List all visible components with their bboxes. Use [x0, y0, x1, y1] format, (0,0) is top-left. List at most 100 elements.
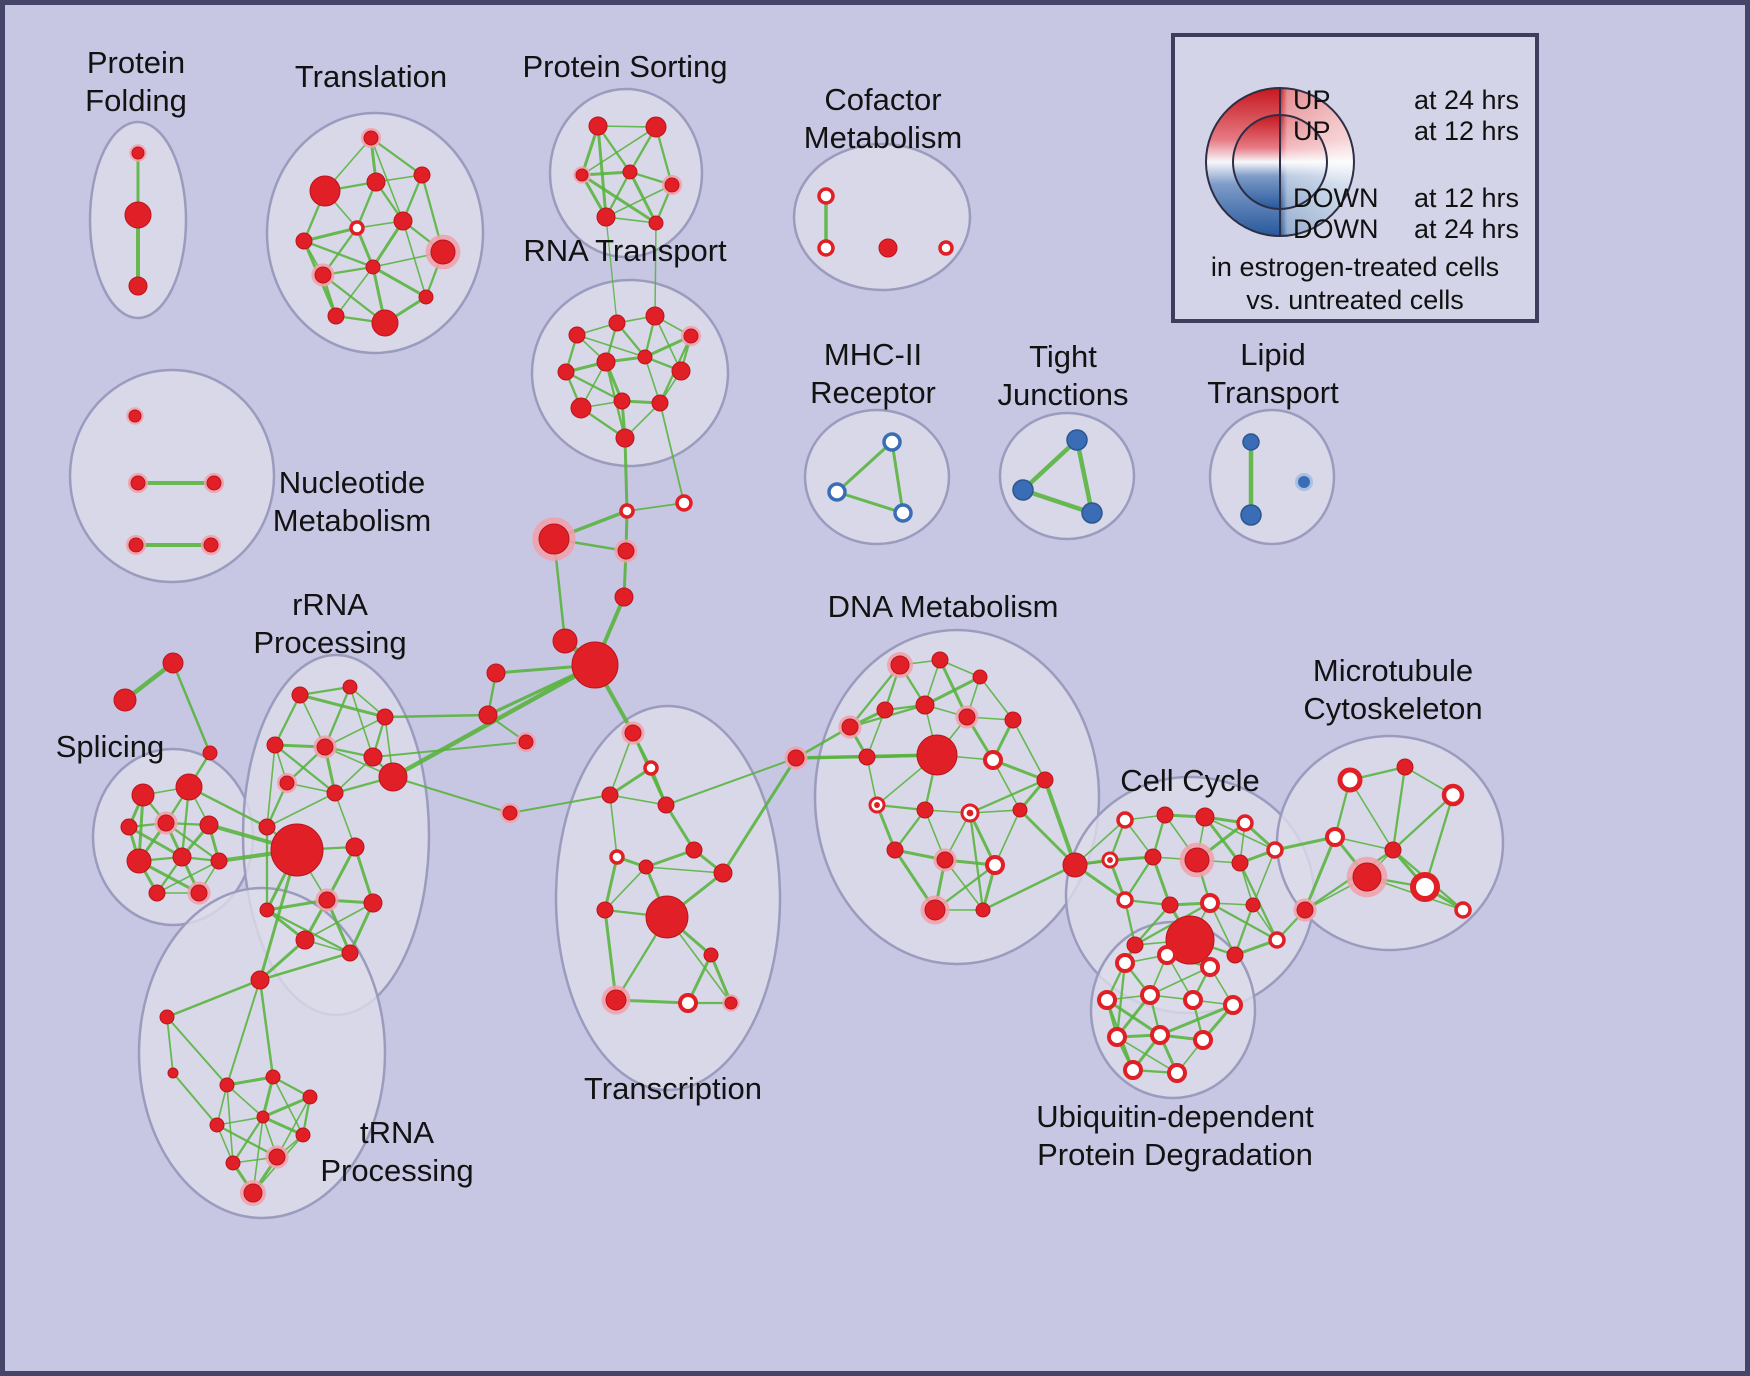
legend-caption-line2: vs. untreated cells: [1246, 285, 1464, 315]
node-rt8: [671, 361, 691, 381]
node-r6: [363, 747, 383, 767]
edge-s9-s8: [156, 860, 220, 894]
node-nm5: [200, 534, 222, 556]
cluster-ellipse-nucleotide-metabolism: [68, 368, 276, 584]
node-rt7: [637, 349, 653, 365]
edge-tx12-tx9: [603, 908, 618, 1002]
node-tx10: [645, 895, 689, 939]
edge-tx6-tx9: [603, 855, 619, 912]
edge-ub3-ub5: [1149, 966, 1211, 996]
edge-tj2-tj3: [1020, 487, 1095, 516]
edge-m1-m3: [890, 440, 905, 515]
edge-r1-r4: [273, 693, 302, 747]
node-t1: [360, 127, 382, 149]
edge-r8-r12: [334, 792, 356, 848]
legend-row-down-24: DOWN at 24 hrs: [1293, 214, 1519, 244]
node-ps1: [588, 116, 608, 136]
legend-down-24-dir: DOWN: [1293, 214, 1379, 244]
node-tx14: [722, 994, 740, 1012]
node-tj1: [1066, 429, 1088, 451]
node-mc2: [1396, 758, 1414, 776]
node-d8: [1004, 711, 1022, 729]
node-c2: [1156, 806, 1174, 824]
node-r14: [363, 893, 383, 913]
node-mc5: [1384, 841, 1402, 859]
edge-ps5-ps6: [605, 184, 673, 218]
edge-tx9-tx7: [604, 866, 647, 911]
node-tx13: [678, 993, 698, 1013]
node-rt3: [645, 306, 665, 326]
node-r10: [258, 818, 276, 836]
node-d16: [1012, 802, 1028, 818]
edge-m2-m3: [835, 490, 905, 515]
node-t12: [371, 309, 399, 337]
node-tr2: [159, 1009, 175, 1025]
node-tri1: [162, 652, 184, 674]
legend-down-12-time: at 12 hrs: [1413, 183, 1519, 213]
node-pf1: [129, 144, 147, 162]
node-ub9: [1150, 1025, 1170, 1045]
node-c5: [1101, 851, 1119, 869]
node-c4: [1236, 814, 1254, 832]
legend-down-12-dir: DOWN: [1293, 183, 1379, 213]
node-t5: [295, 232, 313, 250]
edge-cn1-d9: [795, 756, 868, 759]
node-lt2: [1240, 504, 1262, 526]
node-r9: [378, 762, 408, 792]
edge-h7-h6: [626, 502, 685, 512]
edge-mc3-mc7: [1423, 793, 1455, 889]
edge-tj1-tj3: [1074, 437, 1095, 516]
edge-r6-h10: [372, 741, 527, 758]
edge-c16-c11: [1133, 903, 1172, 947]
node-m1: [882, 432, 902, 452]
node-c1: [1116, 811, 1134, 829]
node-mc4: [1325, 827, 1345, 847]
node-ps4: [622, 164, 638, 180]
node-r16: [341, 944, 359, 962]
edge-d1-d2: [848, 663, 902, 729]
node-ps3: [573, 166, 591, 184]
node-s2: [175, 773, 203, 801]
node-d1: [838, 715, 862, 739]
node-rt5: [557, 363, 575, 381]
cluster-ellipse-rna-transport: [530, 278, 730, 468]
edge-u3-u5: [261, 1095, 312, 1119]
node-r15: [295, 930, 315, 950]
node-d2: [886, 651, 914, 679]
node-r17: [259, 902, 275, 918]
node-ub5: [1140, 985, 1160, 1005]
edge-mc1-mc5: [1349, 779, 1394, 851]
edge-ps6-rt2: [605, 216, 618, 324]
legend-row-up-12: UP at 12 hrs: [1293, 116, 1519, 146]
cluster-ellipse-dna-metabolism: [813, 628, 1101, 966]
cluster-label-translation: Translation: [295, 59, 447, 94]
edge-tr2-tr1: [165, 978, 262, 1019]
node-d4: [972, 669, 988, 685]
node-u7: [225, 1155, 241, 1171]
edge-tr1-u1: [226, 979, 261, 1086]
legend-down-24-time: at 24 hrs: [1413, 214, 1519, 244]
node-nm1: [126, 407, 144, 425]
node-tx6: [609, 849, 625, 865]
node-t8: [425, 234, 461, 270]
edge-r3-h9: [383, 713, 490, 719]
edge-s3-s7: [127, 825, 184, 859]
edge-u1-u2: [225, 1075, 275, 1087]
edge-tj1-tj2: [1020, 437, 1080, 493]
edge-u4-u5: [216, 1116, 264, 1126]
node-ps6: [596, 207, 616, 227]
nodes: [113, 116, 1472, 1207]
node-cn1: [784, 746, 808, 770]
legend-caption-line1: in estrogen-treated cells: [1210, 252, 1500, 282]
node-c13: [1245, 897, 1261, 913]
node-d18: [933, 848, 957, 872]
edge-ub1-ub8: [1115, 961, 1127, 1039]
edge-d16-c18: [1018, 808, 1077, 867]
node-ps5: [661, 174, 683, 196]
edge-h11-tx3: [509, 794, 611, 814]
edge-c17-c12: [1208, 901, 1279, 942]
node-r8: [326, 784, 344, 802]
edge-tx8-tx7: [645, 866, 724, 874]
node-s10: [187, 881, 211, 905]
